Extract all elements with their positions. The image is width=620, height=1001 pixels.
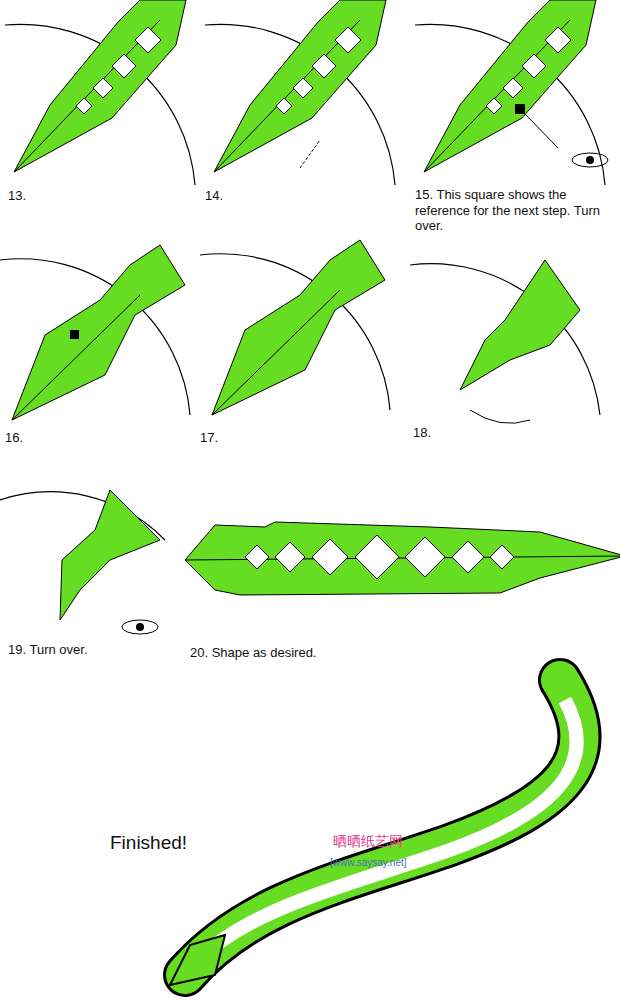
watermark-url: [www.saysay.net] [330, 857, 440, 869]
step-instruction: 20. Shape as desired. [190, 645, 390, 661]
step-number: 13. [8, 188, 68, 204]
step-number: 18. [413, 425, 473, 441]
step-number: 16. [5, 430, 65, 446]
finished-caption: Finished! [110, 832, 230, 855]
step-number: 14. [205, 188, 265, 204]
step-number: 17. [200, 430, 260, 446]
watermark: 晒晒纸艺网 [333, 833, 443, 850]
step-instruction: 15. This square shows the reference for … [415, 187, 615, 234]
step-instruction: 19. Turn over. [8, 642, 178, 658]
